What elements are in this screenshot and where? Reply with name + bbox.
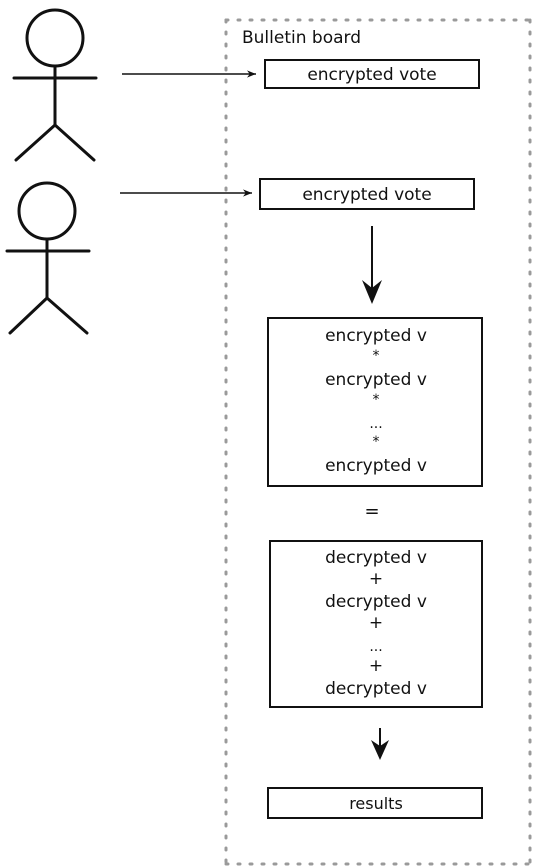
down-arrow-to-product xyxy=(362,226,382,304)
sum-line-6: + xyxy=(369,656,383,676)
encrypted-vote-label-1: encrypted vote xyxy=(307,65,436,85)
sum-line-7: decrypted v xyxy=(325,679,427,699)
encrypted-product-box: encrypted v * encrypted v * ... * encryp… xyxy=(267,317,483,487)
sum-line-2: + xyxy=(369,569,383,589)
sum-line-1: decrypted v xyxy=(325,548,427,568)
encrypted-vote-label-2: encrypted vote xyxy=(302,185,431,205)
product-line-7: encrypted v xyxy=(325,456,427,476)
sum-line-5: ... xyxy=(369,639,382,655)
sum-line-3: decrypted v xyxy=(325,592,427,612)
product-line-6: * xyxy=(373,434,380,450)
equals-sign: = xyxy=(364,501,379,522)
encrypted-vote-box-2: encrypted vote xyxy=(259,178,475,210)
decrypted-sum-box: decrypted v + decrypted v + ... + decryp… xyxy=(269,540,483,708)
product-line-2: * xyxy=(373,348,380,364)
down-arrow-to-results xyxy=(371,728,389,760)
sum-line-4: + xyxy=(369,613,383,633)
encrypted-vote-box-1: encrypted vote xyxy=(264,59,480,89)
results-box: results xyxy=(267,787,483,819)
product-line-3: encrypted v xyxy=(325,370,427,390)
voter-1-actor-icon xyxy=(12,8,98,162)
results-label: results xyxy=(349,794,403,813)
product-line-4: * xyxy=(373,392,380,408)
voter-2-actor-icon xyxy=(5,181,91,335)
product-line-1: encrypted v xyxy=(325,326,427,346)
product-line-5: ... xyxy=(369,416,382,432)
bulletin-board-container xyxy=(224,18,532,866)
bulletin-board-title: Bulletin board xyxy=(242,28,361,48)
